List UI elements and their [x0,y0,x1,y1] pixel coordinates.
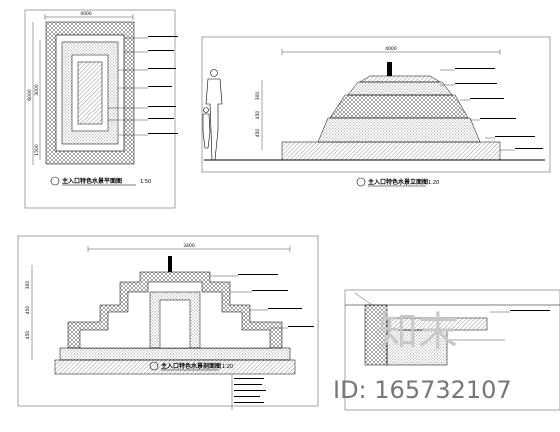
elevation-width-dim: 4000 [385,46,397,52]
detail-view [344,289,560,411]
elevation-title: 主入口特色水景立面图 [368,178,428,186]
elevation-annotation-lines [455,68,543,149]
scale-figures [202,69,223,161]
section-scale: 1:20 [222,364,233,370]
plan-title: 主入口特色水景平面图 [62,177,122,185]
elevation-level-dim-3: 450 [255,129,261,138]
watermark-id: ID: 165732107 [333,376,512,404]
section-width-dim: 3400 [183,243,195,249]
section-level-dim-3: 450 [25,331,31,340]
section-bottom-notes [231,374,266,410]
plan-annotation-lines [148,36,178,134]
plan-scale: 1:50 [140,179,151,185]
section-annotation-lines [238,274,314,327]
plan-side-dim-1: 3000 [34,84,40,96]
fountain-spout [387,62,392,76]
watermark: 知末 ID: 165732107 [333,309,512,404]
section-view: 3400 300 450 450 [17,235,319,410]
section-level-dim-1: 300 [25,281,31,290]
elevation-scale: 1:20 [428,180,439,186]
section-level-dim-2: 450 [25,306,31,315]
watermark-brand: 知末 [378,309,458,355]
elevation-title-marker [356,177,366,187]
plan-height-dim: 6000 [27,89,33,101]
elevation-level-dim-1: 300 [255,92,261,101]
elevation-level-dim-2: 450 [255,111,261,120]
plan-width-dim: 4000 [80,11,92,17]
section-title: 主入口特色水景剖面图 [161,362,221,370]
detail-annotation-lines [450,310,550,341]
section-title-marker [149,361,159,371]
section-fountain-spout [168,256,172,272]
plan-view: 4000 6000 3000 1500 [24,9,178,209]
elevation-view: 4000 300 450 450 [201,36,551,187]
plan-side-dim-2: 1500 [34,144,40,156]
plan-title-marker [50,176,60,186]
